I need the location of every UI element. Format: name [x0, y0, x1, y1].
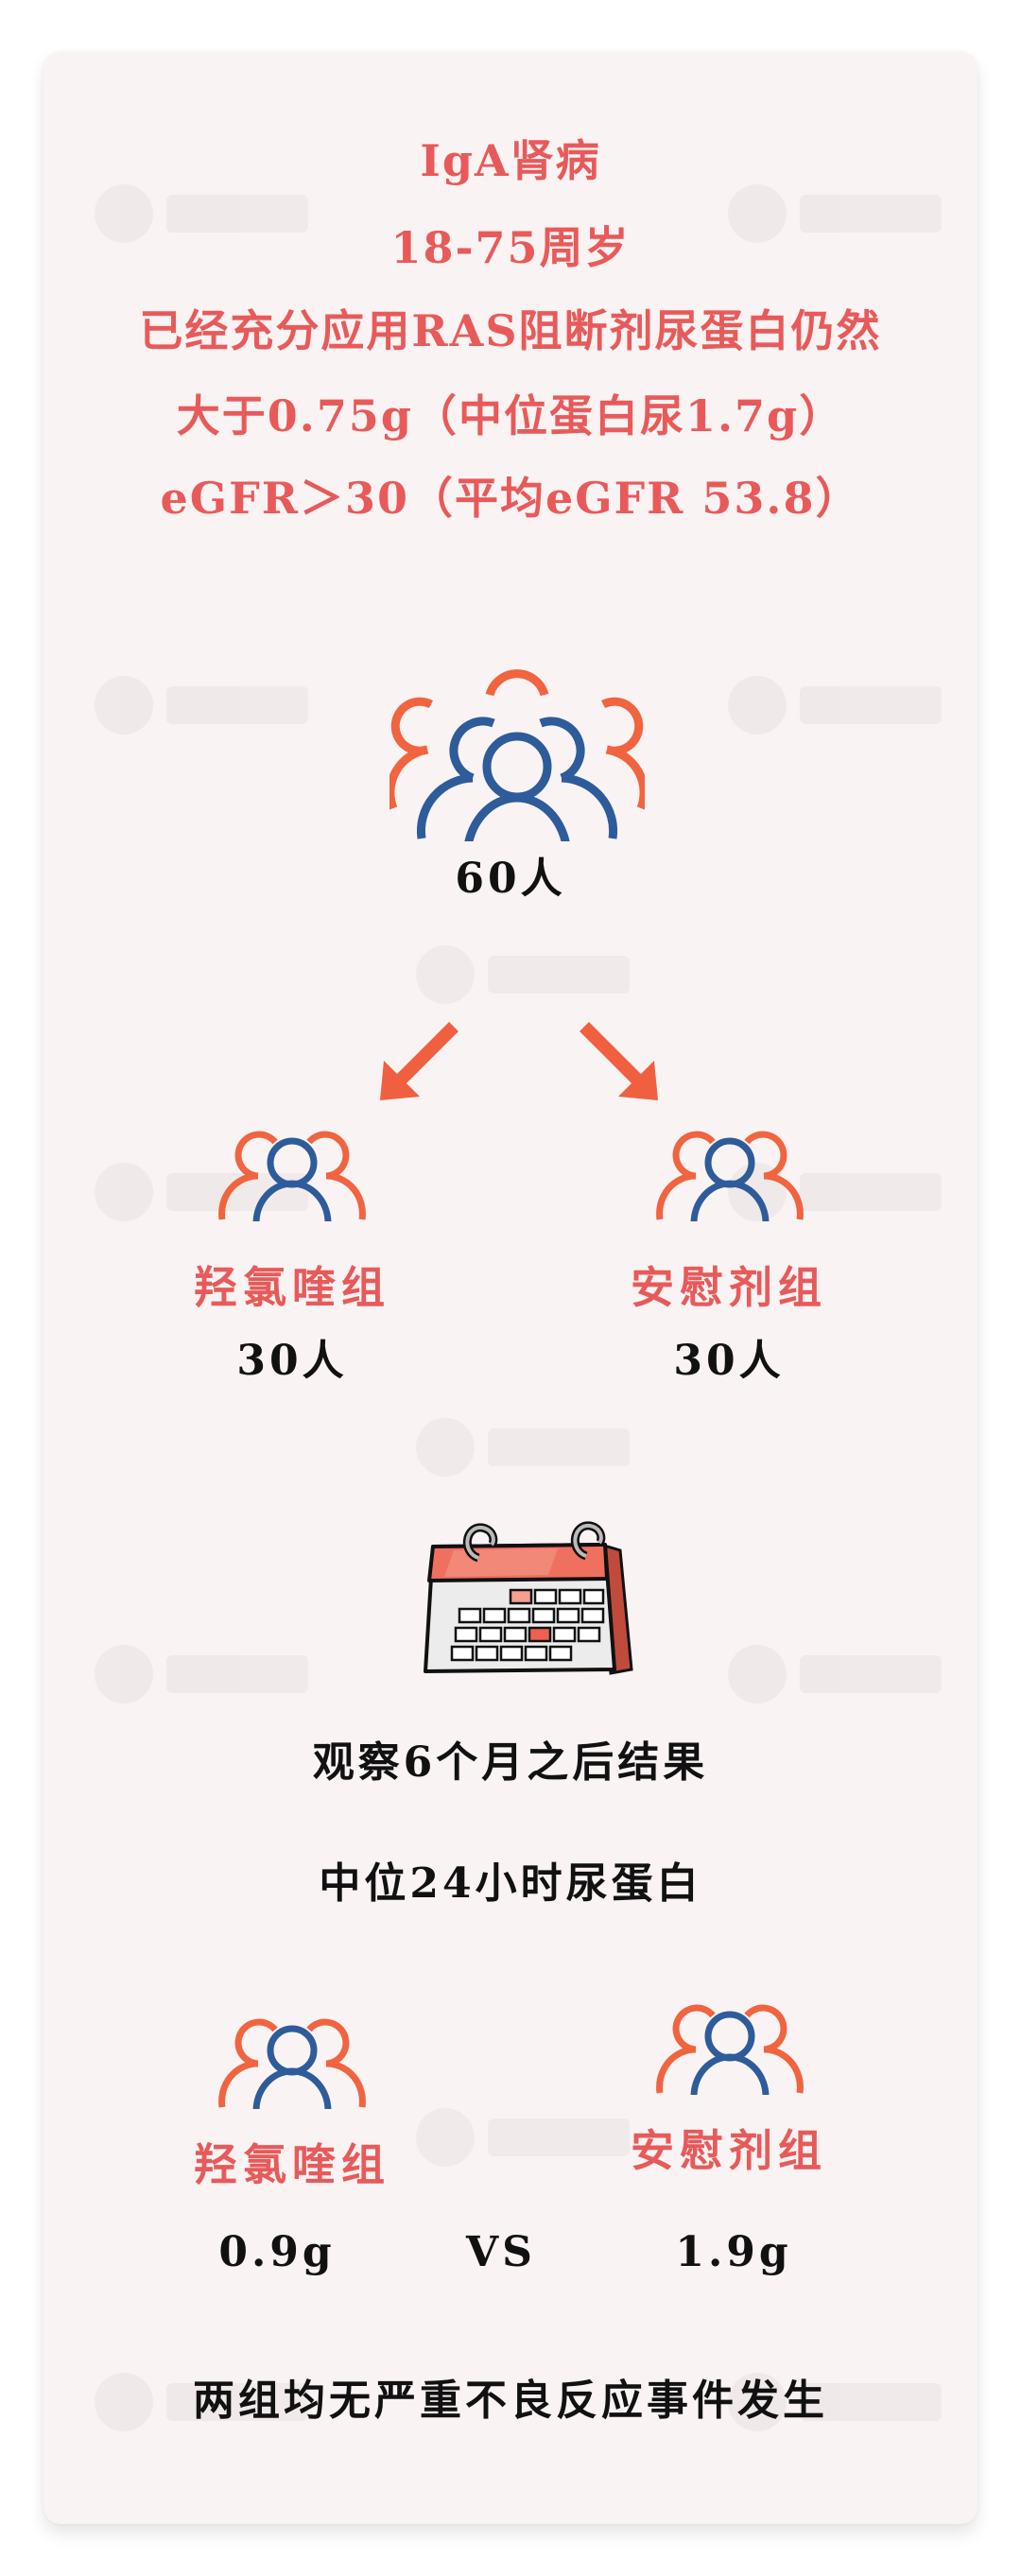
calendar-icon	[416, 1516, 635, 1679]
arrow-down-left-icon	[376, 1019, 461, 1104]
watermark	[728, 1645, 942, 1703]
criteria-ras: 已经充分应用RAS阻断剂尿蛋白仍然	[139, 305, 882, 356]
watermark	[728, 676, 942, 735]
infographic-card	[43, 52, 978, 2524]
disease-title: IgA肾病	[420, 135, 601, 186]
observation-period: 观察6个月之后结果	[312, 1738, 709, 1787]
criteria-proteinuria: 大于0.75g（中位蛋白尿1.7g）	[176, 390, 845, 441]
group-of-people-icon	[389, 666, 645, 841]
result-label-placebo: 安慰剂组	[631, 2125, 827, 2176]
people-group-icon	[218, 1121, 366, 1221]
outcome-metric: 中位24小时尿蛋白	[319, 1859, 702, 1908]
arm-label-placebo: 安慰剂组	[631, 1262, 827, 1313]
watermark	[416, 1418, 630, 1477]
result-value-placebo: 1.9g	[675, 2228, 792, 2276]
watermark	[416, 945, 630, 1004]
people-group-icon	[218, 2009, 366, 2109]
arm-count-placebo: 30人	[673, 1337, 785, 1385]
arrow-down-right-icon	[577, 1019, 662, 1104]
total-participants: 60人	[455, 855, 566, 903]
watermark	[95, 676, 308, 735]
result-value-hydroxychloroquine: 0.9g	[218, 2228, 336, 2276]
result-label-hydroxychloroquine: 羟氯喹组	[194, 2139, 390, 2190]
arm-label-hydroxychloroquine: 羟氯喹组	[194, 1262, 390, 1313]
criteria-egfr: eGFR＞30（平均eGFR 53.8）	[160, 473, 861, 524]
people-group-icon	[656, 1995, 804, 2095]
age-range: 18-75周岁	[390, 222, 631, 273]
vs-label: VS	[466, 2228, 536, 2276]
arm-count-hydroxychloroquine: 30人	[236, 1337, 348, 1385]
watermark	[95, 1645, 308, 1703]
safety-conclusion: 两组均无严重不良反应事件发生	[193, 2377, 828, 2425]
people-group-icon	[656, 1121, 804, 1221]
